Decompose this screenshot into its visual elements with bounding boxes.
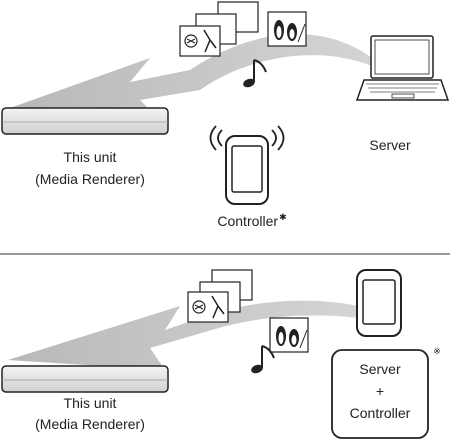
server-label: Server [369, 137, 411, 153]
music-note-icon [243, 59, 267, 88]
laptop-icon [355, 35, 450, 101]
photo-stack-icon [187, 269, 309, 353]
wireless-signal-icon [209, 125, 285, 151]
controller-mark: ✱ [279, 212, 287, 223]
photo-stack-icon [179, 1, 307, 57]
controller-text: Controller [217, 213, 279, 229]
blu-ray-player-icon [1, 107, 169, 135]
unit-label-bottom: This unit [63, 395, 117, 411]
unit-label-top: This unit [63, 149, 117, 165]
combo-note-mark: ※ [433, 346, 441, 356]
combo-controller-label: Controller [349, 405, 411, 421]
transfer-arrow-top [10, 34, 372, 120]
controller-label: Controller✱ [202, 212, 302, 231]
unit-sublabel-top: (Media Renderer) [35, 171, 145, 187]
smartphone-icon [225, 135, 269, 205]
server-controller-text: Server + Controller [332, 358, 428, 424]
blu-ray-player-icon [1, 365, 169, 393]
server-controller-box [331, 349, 429, 439]
unit-sublabel-bottom: (Media Renderer) [35, 416, 145, 432]
transfer-arrow-bottom [8, 300, 358, 370]
smartphone-icon [356, 269, 402, 337]
music-note-icon [251, 345, 275, 374]
combo-plus-label: + [375, 383, 385, 399]
combo-server-label: Server [359, 361, 401, 377]
